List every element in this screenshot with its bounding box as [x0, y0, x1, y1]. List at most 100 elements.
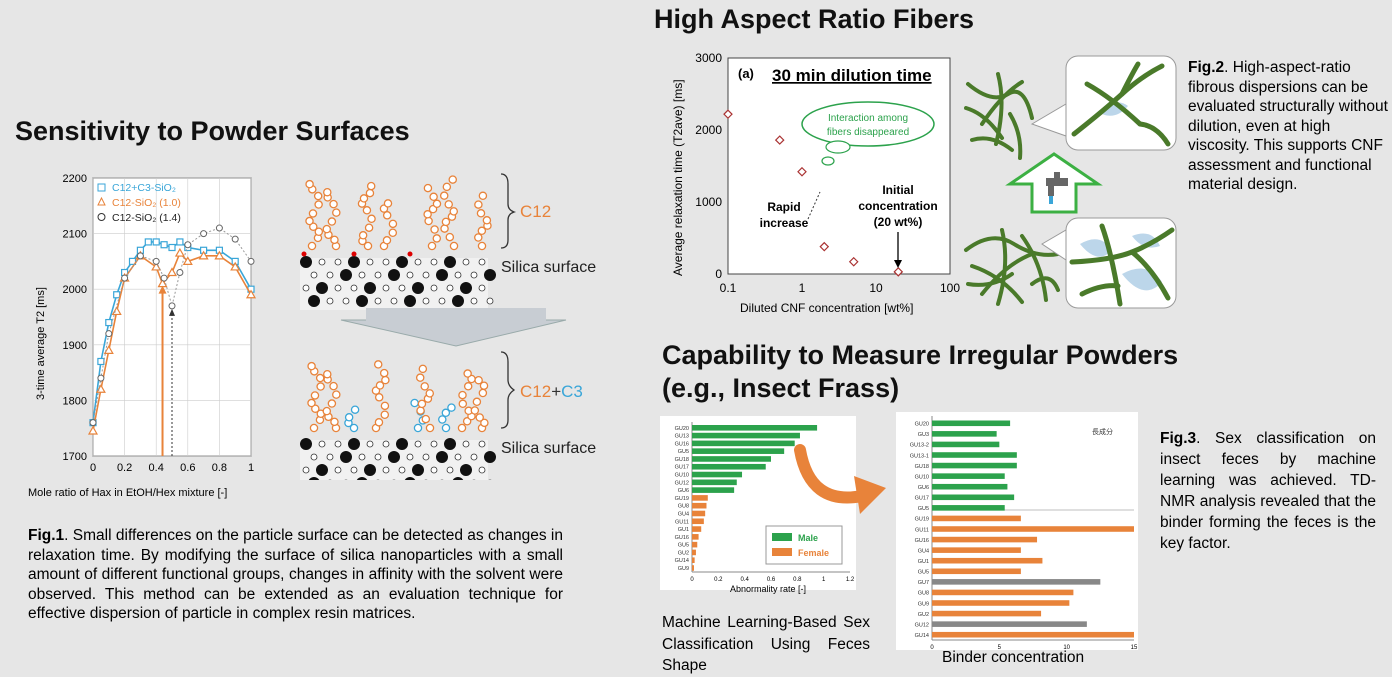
silica-hydroxyl [398, 466, 406, 474]
chart2-point [893, 266, 904, 277]
chart1-point [105, 318, 113, 327]
c12-c3-label: C12+C3 [520, 382, 583, 401]
chart4-bar [932, 441, 1000, 448]
faucet-icon [1046, 172, 1068, 204]
silica-hydroxyl [374, 453, 382, 461]
silica-hydroxyl [366, 440, 374, 448]
legend-triangle-icon [97, 196, 106, 206]
ligand-bead [350, 405, 360, 414]
fiber-strand [1008, 112, 1023, 160]
ligand-bead [474, 375, 483, 385]
silica-hydroxyl [454, 453, 462, 461]
silica-particle [460, 464, 472, 476]
rapid-increase-2: increase [760, 216, 809, 230]
chart1-xtick: 0.2 [117, 462, 132, 474]
sex-legend: Male Female [765, 525, 843, 565]
chart3-bar [692, 495, 708, 501]
ligand-bead [482, 216, 492, 225]
chart3-bar [692, 549, 696, 556]
silica-particle [396, 256, 408, 268]
silica-hydroxyl [382, 258, 390, 266]
ligand-bead [388, 228, 398, 237]
chart3-xtick: 1.2 [846, 577, 855, 583]
ligand-bead [314, 227, 324, 237]
ligand-bead [423, 210, 432, 219]
chart4-category-label: GU9 [918, 601, 929, 607]
chart4-bar [932, 452, 1017, 458]
silica-hydroxyl [430, 258, 438, 266]
chart4-bar [932, 536, 1038, 543]
ligand-bead [432, 199, 442, 209]
chart1-ytick: 2200 [63, 173, 87, 185]
chart4-category-label: GU16 [915, 538, 929, 544]
chart3-bar [692, 456, 771, 462]
chart1-ylabel: 3-time average T2 [ms] [35, 287, 47, 400]
silica-hydroxyl [390, 297, 398, 305]
ligand-bead [448, 175, 457, 184]
silica-hydroxyl [462, 440, 470, 448]
silica-hydroxyl [438, 297, 446, 305]
ligand-bead [315, 373, 325, 383]
ligand-bead [375, 381, 385, 390]
chart1-point [176, 269, 184, 277]
chart4-bar [932, 462, 1017, 469]
chart2-ylabel: Average relaxation time (T2ave) [ms] [671, 79, 685, 276]
chart3-category-label: GU19 [675, 496, 689, 502]
ligand-bead [314, 200, 323, 209]
chart3-xtick: 0 [690, 577, 694, 583]
chart1-legend-entry: C12+C3-SiO₂ [112, 182, 176, 194]
silica-hydroxyl [406, 453, 414, 461]
chart3-xtick: 1 [822, 577, 826, 583]
silica-hydroxyl [462, 258, 470, 266]
silica-particle [308, 477, 320, 480]
chart3-category-label: GU18 [675, 457, 689, 463]
fig2-text: . High-aspect-ratio fibrous dispersions … [1188, 59, 1388, 193]
ligand-bead [307, 241, 317, 251]
ligand-bead [358, 231, 368, 240]
chart4-bar [932, 589, 1074, 596]
silica-hydroxyl [422, 453, 430, 461]
chart3-category-label: GU10 [675, 473, 689, 479]
silica-particle [484, 451, 496, 463]
chart2-point [848, 256, 859, 267]
ligand-bead [458, 399, 468, 409]
chart3-bar [692, 440, 795, 447]
chart1-point [214, 250, 225, 260]
silica-particle [388, 269, 400, 281]
silica-particle [316, 282, 328, 294]
ligand-bead [364, 223, 374, 232]
legend-male: Male [798, 533, 818, 543]
chart1-arrowhead [158, 285, 167, 294]
ligand-bead [421, 414, 431, 424]
silica-particle [340, 269, 352, 281]
ligand-bead [365, 188, 375, 198]
silica-particle [412, 464, 424, 476]
ligand-bead [477, 241, 487, 251]
ligand-bead [441, 217, 451, 227]
chart4-bar [932, 494, 1015, 501]
initial-conc-3: (20 wt%) [874, 215, 923, 229]
silica-hydroxyl [478, 440, 486, 448]
abnormality-rate-chart: GU20GU13GU16GU5GU18GU17GU10GU12GU6GU19GU… [660, 416, 856, 594]
chart1-point [160, 241, 168, 249]
fiber-strand [1030, 276, 1060, 292]
silica-particle [308, 295, 320, 307]
chart1-point [105, 330, 113, 338]
silica-hydroxyl [478, 258, 486, 266]
chart3-xlabel: Abnormality rate [-] [730, 584, 806, 594]
fiber-strand [996, 228, 1008, 306]
chart3-bar [692, 565, 694, 571]
chart4-category-label: GU18 [915, 464, 929, 470]
silica-particle [300, 256, 312, 268]
silica-hydroxyl [430, 466, 438, 474]
ligand-bead [447, 403, 456, 412]
ligand-bead [327, 217, 337, 226]
chart4-bar [932, 526, 1134, 532]
chart4-category-label: GU3 [918, 432, 929, 438]
chart4-category-label: GU10 [915, 474, 929, 480]
chart3-category-label: GU16 [675, 535, 689, 541]
silica-hydroxyl [470, 271, 478, 279]
silica-particle [484, 269, 496, 281]
ligand-bead [442, 182, 452, 192]
fig3-label: Fig.3 [1160, 430, 1197, 447]
